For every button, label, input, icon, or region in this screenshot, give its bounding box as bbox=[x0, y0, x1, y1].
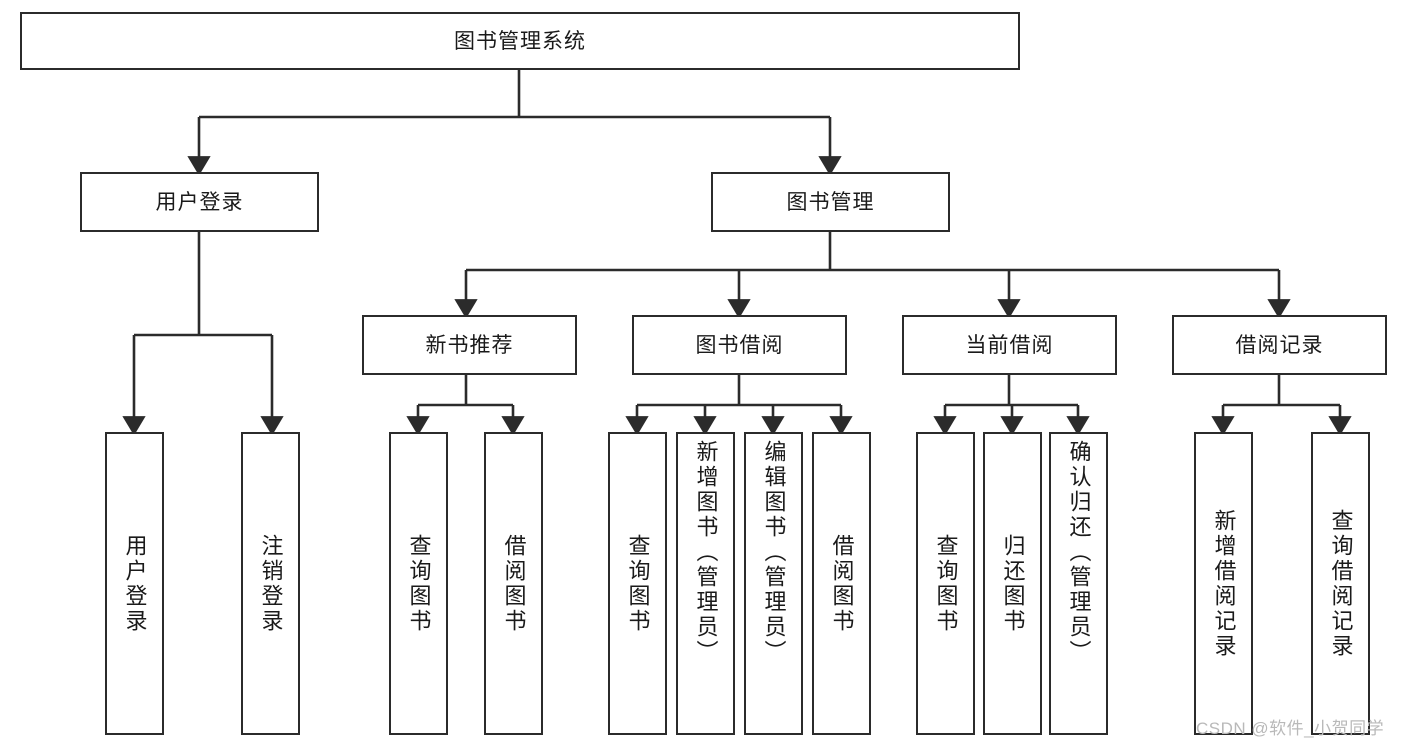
leaf-label: 查询图书 bbox=[625, 533, 651, 634]
leaf-label: 归还图书 bbox=[1000, 533, 1026, 634]
leaf-edit-book-admin[interactable]: 编辑图书（管理员） bbox=[744, 432, 803, 735]
node-borrow-record[interactable]: 借阅记录 bbox=[1172, 315, 1387, 375]
leaf-label: 用户登录 bbox=[122, 533, 148, 634]
leaf-query-book-current[interactable]: 查询图书 bbox=[916, 432, 975, 735]
node-label: 借阅记录 bbox=[1235, 333, 1324, 357]
node-label: 新书推荐 bbox=[425, 333, 514, 357]
leaf-label: 注销登录 bbox=[258, 533, 284, 634]
node-label: 图书借阅 bbox=[695, 333, 784, 357]
leaf-label: 查询图书 bbox=[406, 533, 432, 634]
leaf-borrow-book[interactable]: 借阅图书 bbox=[812, 432, 871, 735]
node-new-book-recommend[interactable]: 新书推荐 bbox=[362, 315, 577, 375]
node-label: 图书管理 bbox=[786, 190, 875, 214]
node-root[interactable]: 图书管理系统 bbox=[20, 12, 1020, 70]
leaf-query-book-borrow[interactable]: 查询图书 bbox=[608, 432, 667, 735]
node-label: 用户登录 bbox=[155, 190, 244, 214]
node-current-borrow[interactable]: 当前借阅 bbox=[902, 315, 1117, 375]
leaf-confirm-return-admin[interactable]: 确认归还（管理员） bbox=[1049, 432, 1108, 735]
leaf-label: 新增借阅记录 bbox=[1211, 508, 1237, 659]
node-label: 图书管理系统 bbox=[454, 29, 586, 53]
leaf-logout[interactable]: 注销登录 bbox=[241, 432, 300, 735]
leaf-return-book[interactable]: 归还图书 bbox=[983, 432, 1042, 735]
leaf-label: 查询借阅记录 bbox=[1328, 508, 1354, 659]
leaf-label: 新增图书（管理员） bbox=[693, 440, 719, 665]
watermark: CSDN @软件_小贺同学 bbox=[1196, 719, 1385, 738]
node-user-login[interactable]: 用户登录 bbox=[80, 172, 319, 232]
leaf-borrow-book-recommend[interactable]: 借阅图书 bbox=[484, 432, 543, 735]
leaf-label: 查询图书 bbox=[933, 533, 959, 634]
leaf-add-borrow-record[interactable]: 新增借阅记录 bbox=[1194, 432, 1253, 735]
leaf-add-book-admin[interactable]: 新增图书（管理员） bbox=[676, 432, 735, 735]
node-label: 当前借阅 bbox=[965, 333, 1054, 357]
node-book-borrow[interactable]: 图书借阅 bbox=[632, 315, 847, 375]
leaf-label: 编辑图书（管理员） bbox=[761, 440, 787, 665]
leaf-label: 确认归还（管理员） bbox=[1066, 440, 1092, 665]
leaf-label: 借阅图书 bbox=[501, 533, 527, 634]
leaf-query-borrow-record[interactable]: 查询借阅记录 bbox=[1311, 432, 1370, 735]
leaf-user-login[interactable]: 用户登录 bbox=[105, 432, 164, 735]
leaf-label: 借阅图书 bbox=[829, 533, 855, 634]
node-book-management[interactable]: 图书管理 bbox=[711, 172, 950, 232]
leaf-query-book-recommend[interactable]: 查询图书 bbox=[389, 432, 448, 735]
